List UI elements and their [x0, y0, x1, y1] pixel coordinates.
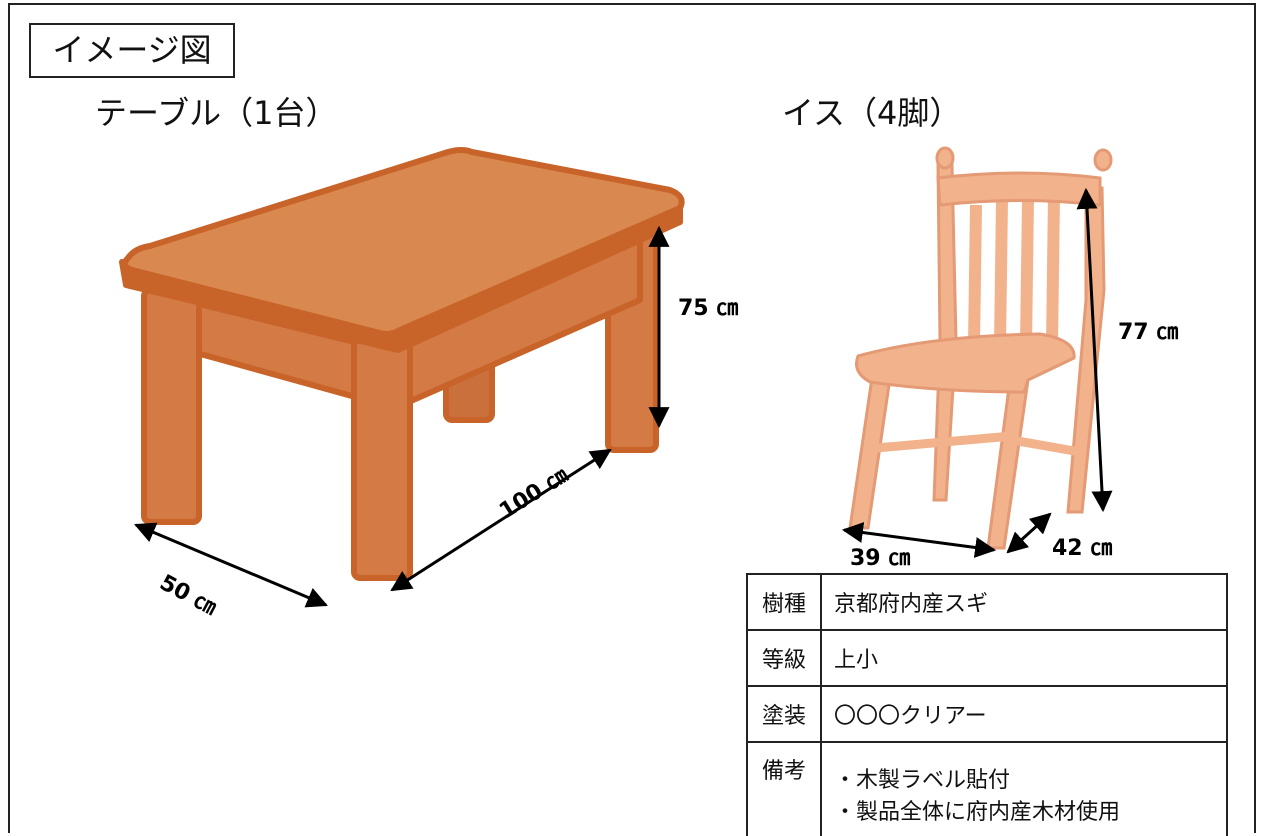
table-title: テーブル（1台）: [95, 94, 338, 132]
chair-spindle: [1046, 195, 1060, 346]
spec-key: 樹種: [746, 573, 822, 631]
spec-key: 備考: [746, 741, 822, 836]
table-height-label: 75 ㎝: [678, 296, 739, 321]
chair-stretcher: [875, 431, 1013, 453]
chair-back-leg-left: [932, 163, 958, 502]
chair-illustration: [848, 146, 1113, 550]
chair-width-arrow: [841, 522, 997, 558]
table-leg-front-left: [141, 287, 202, 525]
table-illustration: [119, 147, 685, 581]
chair-height-arrow: [1076, 187, 1113, 513]
chair-title: イス（4脚）: [782, 94, 962, 132]
chair-height-label: 77 ㎝: [1118, 320, 1179, 345]
spec-row: 樹種 京都府内産スギ: [746, 573, 1228, 631]
outer-frame: [8, 3, 1256, 833]
table-leg-front-middle: [351, 337, 413, 581]
note-line: ・木製ラベル貼付: [834, 768, 1011, 793]
chair-spindle: [968, 204, 982, 346]
chair-depth-arrow: [1006, 512, 1052, 554]
chair-seat: [855, 332, 1076, 394]
table-length-arrow: [390, 448, 612, 592]
chair-front-leg-right: [986, 378, 1030, 550]
spec-row: 備考 ・木製ラベル貼付 ・製品全体に府内産木材使用: [746, 741, 1228, 836]
spec-value: 京都府内産スギ: [820, 573, 1228, 631]
figure-label-box: イメージ図: [29, 23, 235, 78]
spec-key: 塗装: [746, 685, 822, 743]
spec-value: 上小: [820, 629, 1228, 687]
chair-finial-right: [1093, 148, 1113, 172]
spec-row: 等級 上小: [746, 629, 1228, 687]
chair-finial-left: [935, 146, 955, 170]
chair-depth-label: 42 ㎝: [1052, 536, 1113, 561]
spec-value: ・木製ラベル貼付 ・製品全体に府内産木材使用: [820, 741, 1228, 836]
chair-spindle: [1020, 197, 1034, 346]
chair-stretcher: [1011, 435, 1081, 457]
spec-value: 〇〇〇クリアー: [820, 685, 1228, 743]
spec-row: 塗装 〇〇〇クリアー: [746, 685, 1228, 743]
note-line: ・製品全体に府内産木材使用: [834, 800, 1121, 825]
spec-table: 樹種 京都府内産スギ 等級 上小 塗装 〇〇〇クリアー 備考 ・木製ラベル貼付 …: [746, 573, 1228, 836]
table-width-arrow: [134, 522, 328, 608]
chair-front-leg-left: [848, 376, 892, 530]
chair-width-label: 39 ㎝: [850, 546, 911, 571]
table-top-surface: [121, 147, 685, 337]
chair-spindle: [994, 199, 1008, 346]
chair-top-rail: [936, 171, 1102, 207]
spec-key: 等級: [746, 629, 822, 687]
